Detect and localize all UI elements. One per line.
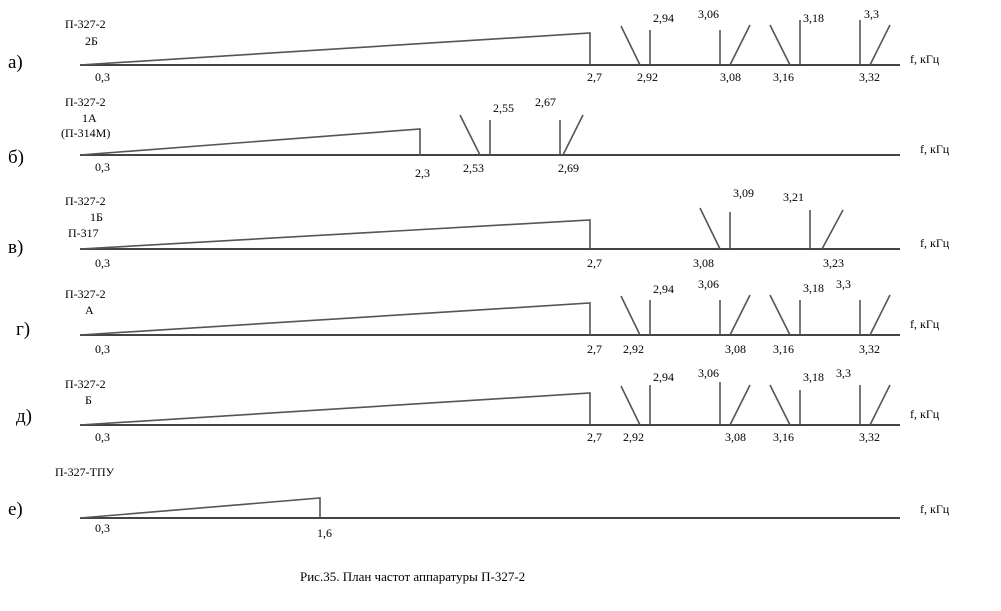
- axis-unit-label: f, кГц: [920, 236, 950, 250]
- slope-mark: [459, 114, 481, 156]
- slope-mark: [821, 209, 844, 250]
- panel-title: 1Б: [90, 210, 103, 224]
- axis-unit-label: f, кГц: [910, 317, 940, 331]
- panel-letter: г): [16, 319, 30, 340]
- panel-letter: д): [16, 406, 32, 427]
- freq-label: 3,16: [773, 430, 794, 444]
- freq-label: 2,92: [637, 70, 658, 84]
- freq-label: 3,18: [803, 370, 824, 384]
- freq-label: 2,92: [623, 430, 644, 444]
- freq-label: 0,3: [95, 70, 110, 84]
- slope-mark: [699, 207, 721, 250]
- freq-label: 2,69: [558, 161, 579, 175]
- freq-label: 2,94: [653, 370, 674, 384]
- panel-letter: б): [8, 147, 24, 168]
- freq-label: 3,06: [698, 366, 719, 380]
- freq-label: 0,3: [95, 430, 110, 444]
- band-triangle: [79, 128, 421, 156]
- slope-mark: [869, 294, 891, 336]
- panel-title: П-327-2: [65, 95, 106, 109]
- slope-mark: [620, 25, 641, 66]
- freq-label: 3,3: [836, 277, 851, 291]
- panel-title: Б: [85, 393, 92, 407]
- freq-label: 0,3: [95, 521, 110, 535]
- slope-mark: [869, 24, 891, 66]
- freq-label: 3,08: [725, 342, 746, 356]
- slope-mark: [620, 295, 641, 336]
- panel-title: П-327-2: [65, 194, 106, 208]
- freq-label: 3,3: [864, 7, 879, 21]
- freq-label: 2,92: [623, 342, 644, 356]
- freq-label: 2,7: [587, 256, 602, 270]
- freq-label: 0,3: [95, 256, 110, 270]
- panel-title: (П-314М): [61, 126, 110, 140]
- axis-unit-label: f, кГц: [920, 502, 950, 516]
- freq-label: 3,3: [836, 366, 851, 380]
- panel-d: д) П-327-2 Б 0,3 2,7 2,92 3,08 3,16 3,32…: [16, 366, 940, 444]
- freq-label: 3,16: [773, 70, 794, 84]
- freq-label: 2,53: [463, 161, 484, 175]
- slope-mark: [562, 114, 584, 156]
- slope-mark: [729, 24, 751, 66]
- freq-label: 1,6: [317, 526, 332, 540]
- freq-label: 2,7: [587, 70, 602, 84]
- freq-label: 3,23: [823, 256, 844, 270]
- panel-title: 2Б: [85, 34, 98, 48]
- panel-v: в) П-327-2 1Б П-317 0,3 2,7 3,08 3,23 3,…: [8, 186, 950, 270]
- freq-label: 3,06: [698, 7, 719, 21]
- freq-label: 3,08: [720, 70, 741, 84]
- freq-label: 3,18: [803, 281, 824, 295]
- slope-mark: [729, 384, 751, 426]
- panel-letter: а): [8, 52, 23, 73]
- panel-title: П-327-ТПУ: [55, 465, 115, 479]
- band-triangle: [79, 497, 321, 519]
- freq-label: 3,21: [783, 190, 804, 204]
- panel-g: г) П-327-2 А 0,3 2,7 2,92 3,08 3,16 3,32…: [16, 277, 940, 356]
- panel-title: А: [85, 303, 94, 317]
- freq-label: 3,08: [725, 430, 746, 444]
- freq-label: 3,32: [859, 342, 880, 356]
- panel-letter: е): [8, 499, 23, 520]
- freq-label: 2,94: [653, 11, 674, 25]
- slope-mark: [769, 384, 791, 426]
- slope-mark: [769, 24, 791, 66]
- axis-unit-label: f, кГц: [920, 142, 950, 156]
- slope-mark: [729, 294, 751, 336]
- freq-label: 2,55: [493, 101, 514, 115]
- band-triangle: [79, 32, 591, 66]
- band-triangle: [79, 302, 591, 336]
- freq-label: 3,32: [859, 430, 880, 444]
- panel-title: П-327-2: [65, 287, 106, 301]
- figure-caption: Рис.35. План частот аппаратуры П-327-2: [300, 569, 525, 584]
- freq-label: 0,3: [95, 342, 110, 356]
- freq-label: 0,3: [95, 160, 110, 174]
- panel-e: е) П-327-ТПУ 0,3 1,6 f, кГц: [8, 465, 950, 540]
- panel-b: б) П-327-2 1А (П-314М) 0,3 2,3 2,53 2,69…: [8, 95, 950, 180]
- freq-label: 3,18: [803, 11, 824, 25]
- freq-label: 2,7: [587, 342, 602, 356]
- panel-a: а) П-327-2 2Б 0,3 2,7 2,92 3,08 3,16 3,3…: [8, 7, 940, 84]
- slope-mark: [620, 385, 641, 426]
- slope-mark: [769, 294, 791, 336]
- slope-mark: [869, 384, 891, 426]
- axis-unit-label: f, кГц: [910, 52, 940, 66]
- freq-label: 2,94: [653, 282, 674, 296]
- freq-label: 2,7: [587, 430, 602, 444]
- panel-letter: в): [8, 237, 23, 258]
- freq-label: 2,3: [415, 166, 430, 180]
- panel-title: П-327-2: [65, 377, 106, 391]
- panel-title: 1А: [82, 111, 97, 125]
- freq-label: 3,08: [693, 256, 714, 270]
- freq-label: 3,09: [733, 186, 754, 200]
- freq-label: 3,16: [773, 342, 794, 356]
- band-triangle: [79, 392, 591, 426]
- panel-title: П-317: [68, 226, 99, 240]
- freq-label: 2,67: [535, 95, 556, 109]
- freq-label: 3,32: [859, 70, 880, 84]
- axis-unit-label: f, кГц: [910, 407, 940, 421]
- band-triangle: [79, 219, 591, 250]
- freq-label: 3,06: [698, 277, 719, 291]
- panel-title: П-327-2: [65, 17, 106, 31]
